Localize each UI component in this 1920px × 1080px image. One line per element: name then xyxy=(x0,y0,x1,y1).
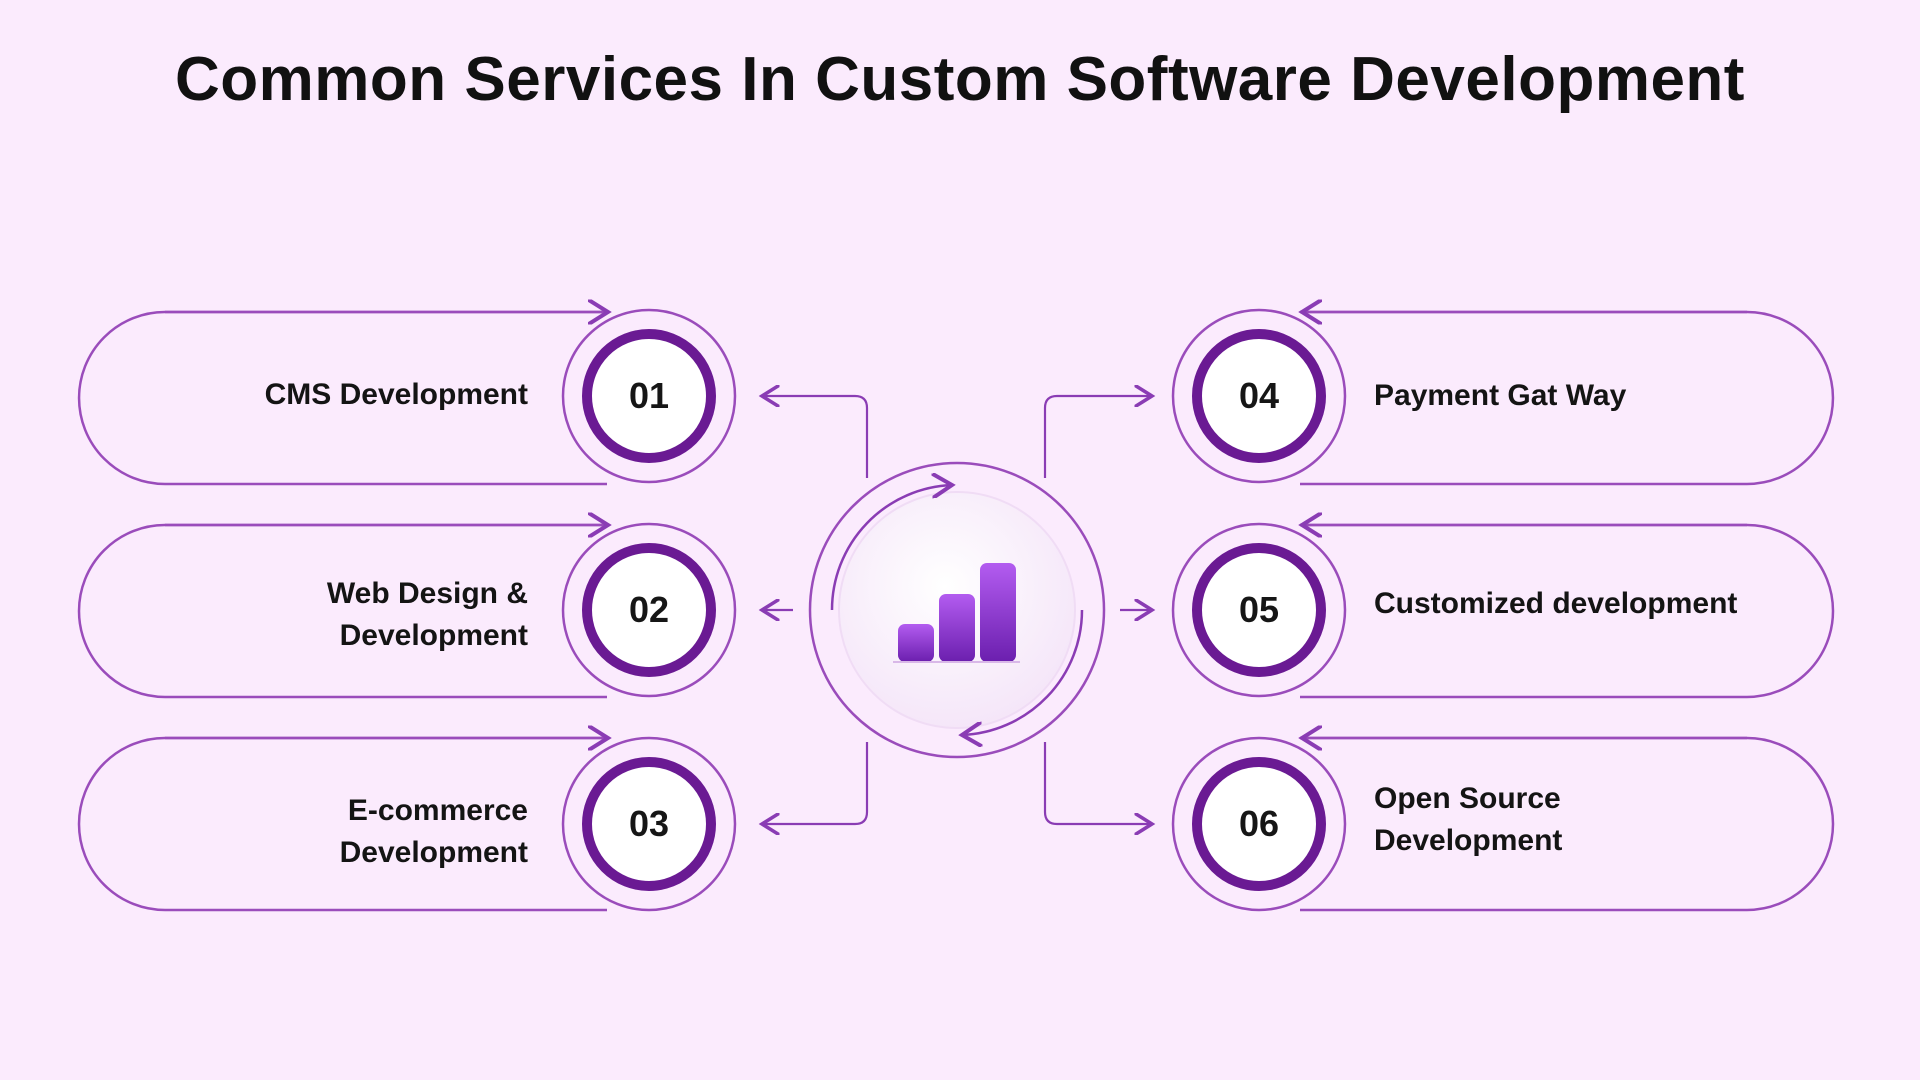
connector-to-01 xyxy=(762,396,869,478)
service-number-02: 02 xyxy=(628,589,670,630)
service-number-06: 06 xyxy=(1238,803,1280,844)
number-badge-03 xyxy=(561,736,737,912)
bar-chart-icon xyxy=(893,563,1020,663)
page-title: Common Services In Custom Software Devel… xyxy=(175,45,1745,114)
cycle-arrow-top xyxy=(830,485,952,611)
service-label-05: Customized development xyxy=(1374,587,1738,620)
connector-to-03 xyxy=(762,742,869,824)
service-label-04: Payment Gat Way xyxy=(1374,379,1627,412)
service-number-04: 04 xyxy=(1238,375,1280,416)
number-badge-01 xyxy=(561,308,737,484)
service-label-02: Web Design & Development xyxy=(326,577,528,652)
cycle-arrow-bottom xyxy=(962,609,1084,735)
number-badge-05 xyxy=(1171,522,1347,698)
service-label-01: CMS Development xyxy=(264,378,528,411)
service-label-03: E-commerce Development xyxy=(339,794,528,869)
number-badge-06 xyxy=(1171,736,1347,912)
pill-outline-01 xyxy=(77,312,608,486)
connector-to-04 xyxy=(1043,396,1152,478)
number-badge-02 xyxy=(561,522,737,698)
service-number-01: 01 xyxy=(628,375,670,416)
pill-outline-06 xyxy=(1300,738,1835,912)
service-number-03: 03 xyxy=(628,803,670,844)
service-number-05: 05 xyxy=(1238,589,1280,630)
pill-outline-03 xyxy=(77,738,608,912)
connector-to-06 xyxy=(1043,742,1152,824)
service-label-06: Open Source Development xyxy=(1374,782,1563,857)
pill-outline-04 xyxy=(1300,312,1835,486)
pill-outline-05 xyxy=(1300,525,1835,699)
pill-outline-02 xyxy=(77,525,608,699)
number-badge-04 xyxy=(1171,308,1347,484)
